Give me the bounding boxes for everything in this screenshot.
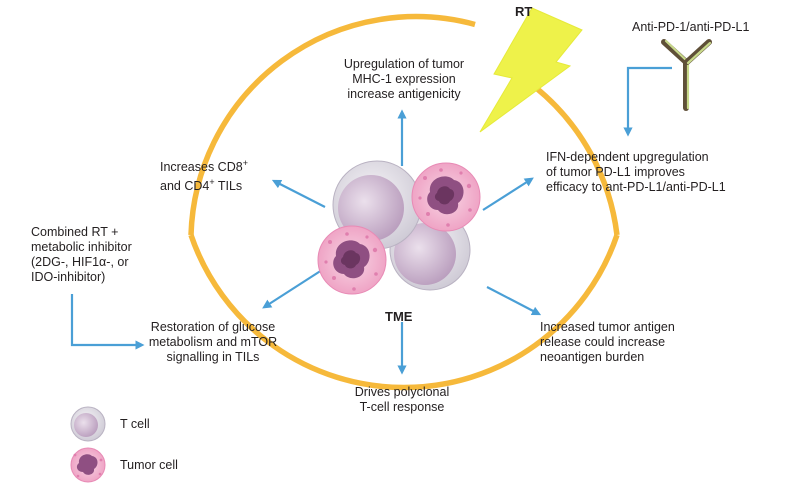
- arrow-combined-to-restoration: [70, 294, 145, 350]
- cd4-superscript: +: [209, 177, 215, 188]
- antibody-label: Anti-PD-1/anti-PD-L1: [632, 20, 750, 34]
- mhc-line-2: MHC-1 expression: [352, 72, 456, 86]
- arrow-to-restoration: [262, 269, 323, 309]
- cd8-superscript: +: [242, 158, 248, 168]
- combined-line-4: IDO-inhibitor): [31, 270, 106, 284]
- combined-line-2: metabolic inhibitor: [31, 240, 132, 254]
- tils-line-1-text: Increases CD8: [160, 160, 243, 175]
- combined-rt-text: Combined RT + metabolic inhibitor (2DG-,…: [31, 225, 132, 285]
- arrow-to-tumor-antigen: [486, 286, 542, 316]
- ifn-line-2: of tumor PD-L1 improves: [546, 165, 685, 179]
- combined-line-1: Combined RT +: [31, 225, 119, 239]
- ifn-line-3: efficacy to ant-PD-L1/anti-PD-L1: [546, 180, 726, 194]
- legend-t-cell-icon: [70, 406, 106, 442]
- ifn-text: IFN-dependent upgregulation of tumor PD-…: [546, 150, 726, 195]
- mhc-upregulation-text: Upregulation of tumor MHC-1 expression i…: [330, 57, 478, 102]
- polyclonal-line-1: Drives polyclonal: [354, 385, 450, 399]
- rt-label: RT: [515, 4, 533, 19]
- antigen-line-3: neoantigen burden: [540, 350, 645, 364]
- legend-tumor-cell-icon: [70, 447, 106, 483]
- antibody-icon: [661, 39, 712, 111]
- mhc-line-3: increase antigenicity: [347, 87, 461, 101]
- arrow-to-ifn: [482, 177, 534, 211]
- cell-cluster: [317, 160, 481, 295]
- restoration-text: Restoration of glucose metabolism and mT…: [138, 320, 288, 365]
- lightning-bolt-icon: [479, 7, 583, 133]
- ifn-line-1: IFN-dependent upgregulation: [546, 150, 709, 164]
- tils-line-1: Increases CD8+: [160, 156, 248, 175]
- mhc-line-1: Upregulation of tumor: [343, 57, 465, 71]
- tumor-cell-icon: [317, 225, 387, 295]
- tme-ring: [188, 13, 620, 391]
- restoration-line-2: metabolism and mTOR: [148, 335, 278, 349]
- polyclonal-text: Drives polyclonal T-cell response: [330, 385, 474, 415]
- restoration-line-1: Restoration of glucose: [150, 320, 276, 334]
- tils-text: Increases CD8+ and CD4+ TILs: [160, 156, 248, 194]
- tumor-cell-icon: [411, 162, 481, 232]
- combined-line-3: (2DG-, HIF1α-, or: [31, 255, 129, 269]
- tumor-antigen-text: Increased tumor antigen release could in…: [540, 320, 675, 365]
- antigen-line-1: Increased tumor antigen: [540, 320, 675, 334]
- tme-label: TME: [385, 309, 413, 324]
- restoration-line-3: signalling in TILs: [166, 350, 260, 364]
- tils-line-2-suffix: TILs: [214, 179, 243, 194]
- tils-line-2-text: and CD4: [160, 179, 210, 194]
- arrow-to-tils: [271, 179, 326, 208]
- antigen-line-2: release could increase: [540, 335, 666, 349]
- arrow-antibody-to-ifn: [623, 66, 672, 137]
- legend-tumor-cell-label: Tumor cell: [120, 458, 178, 472]
- polyclonal-line-2: T-cell response: [359, 400, 445, 414]
- tils-line-2: and CD4+ TILs: [160, 175, 248, 194]
- flow-arrows: [70, 66, 672, 375]
- legend-t-cell-label: T cell: [120, 417, 150, 431]
